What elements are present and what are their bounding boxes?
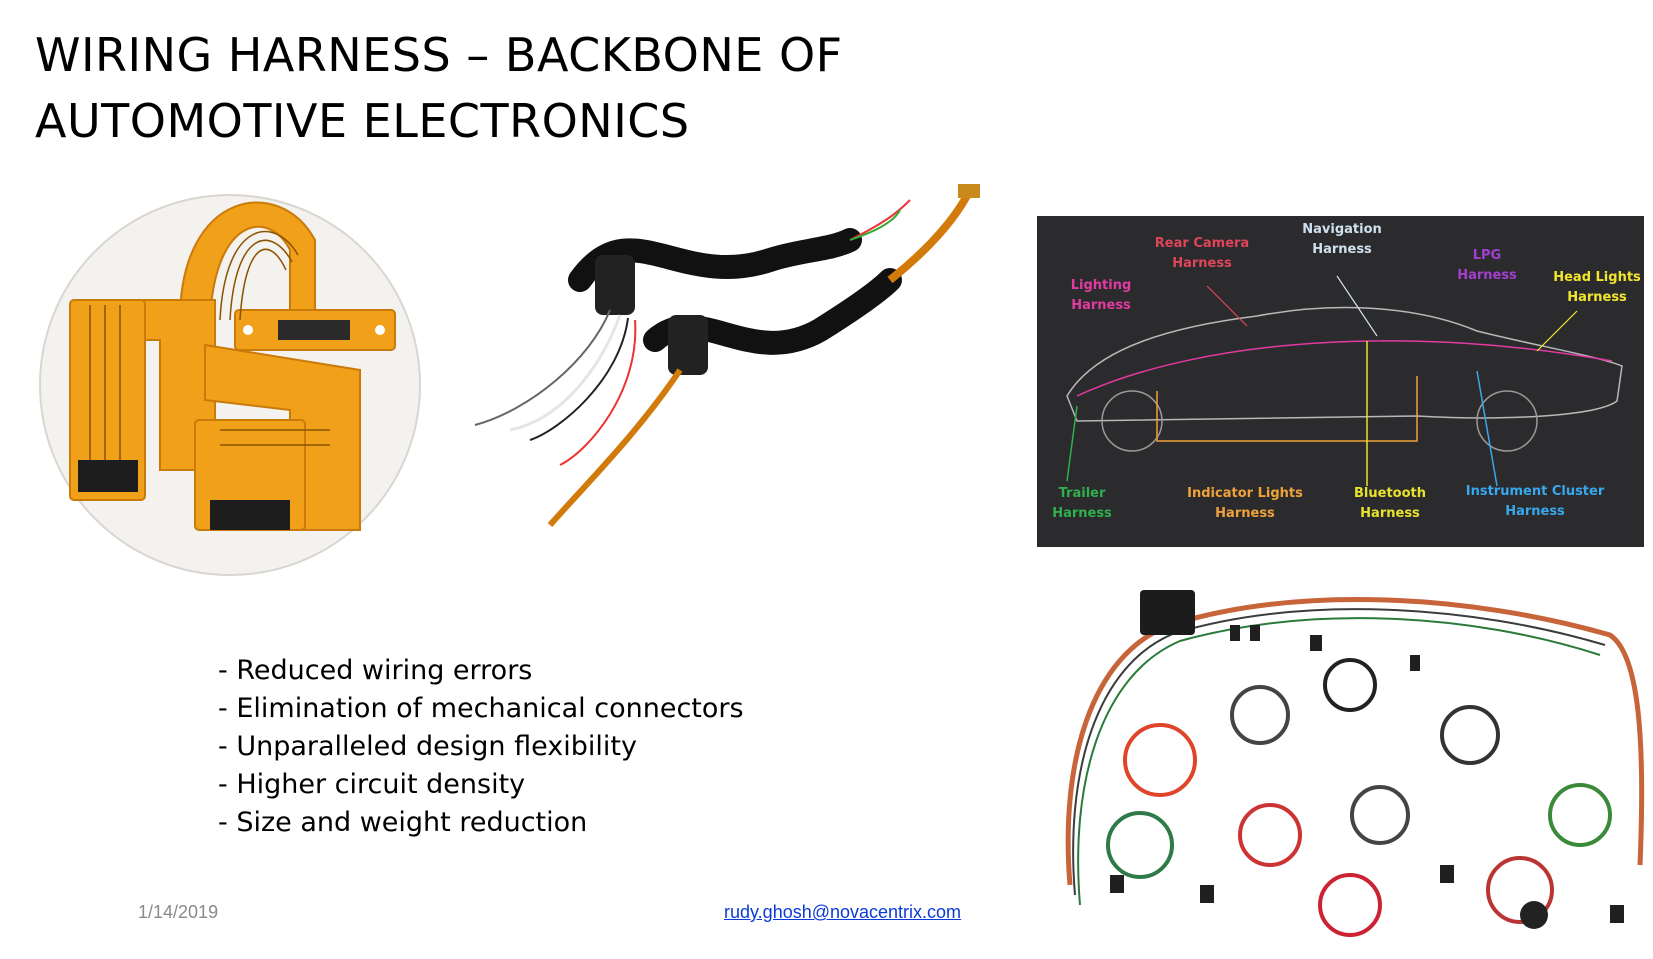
label-line: Harness <box>1360 506 1420 521</box>
footer-date: 1/14/2019 <box>138 902 219 922</box>
label-line: LPG <box>1472 248 1502 263</box>
label-line: Harness <box>1172 256 1232 271</box>
sensor-cable-photo <box>474 184 980 527</box>
list-item: - Unparalleled design flexibility <box>218 731 637 762</box>
flex-circuit-photo <box>39 194 421 576</box>
label-line: Harness <box>1215 506 1275 521</box>
label-line: Trailer <box>1058 486 1106 501</box>
label-line: Bluetooth <box>1354 486 1426 501</box>
footer-email-link[interactable]: rudy.ghosh@novacentrix.com <box>724 902 962 922</box>
list-item: - Higher circuit density <box>218 769 526 800</box>
label-line: Head Lights <box>1553 270 1641 285</box>
label-line: Harness <box>1071 298 1131 313</box>
harness-kit-photo <box>1065 590 1645 937</box>
label-line: Indicator Lights <box>1187 486 1303 501</box>
label-line: Harness <box>1505 504 1565 519</box>
label-line: Harness <box>1457 268 1517 283</box>
slide-title: WIRING HARNESS – BACKBONE OF AUTOMOTIVE … <box>35 22 915 154</box>
label-line: Harness <box>1052 506 1112 521</box>
list-item: - Elimination of mechanical connectors <box>218 693 744 724</box>
title-line-2: AUTOMOTIVE ELECTRONICS <box>35 94 690 148</box>
label-line: Navigation <box>1302 222 1382 237</box>
label-line: Rear Camera <box>1154 236 1250 251</box>
label-lpg: LPG Harness <box>1457 246 1517 286</box>
title-line-1: WIRING HARNESS – BACKBONE OF <box>35 28 843 82</box>
list-item: - Size and weight reduction <box>218 807 588 838</box>
label-line: Lighting <box>1070 278 1132 293</box>
label-line: Harness <box>1567 290 1627 305</box>
list-item: - Reduced wiring errors <box>218 655 533 686</box>
label-line: Harness <box>1312 242 1372 257</box>
label-line: Instrument Cluster <box>1465 484 1605 499</box>
benefit-list: - Reduced wiring errors - Elimination of… <box>218 652 744 842</box>
car-outline <box>1066 275 1623 487</box>
